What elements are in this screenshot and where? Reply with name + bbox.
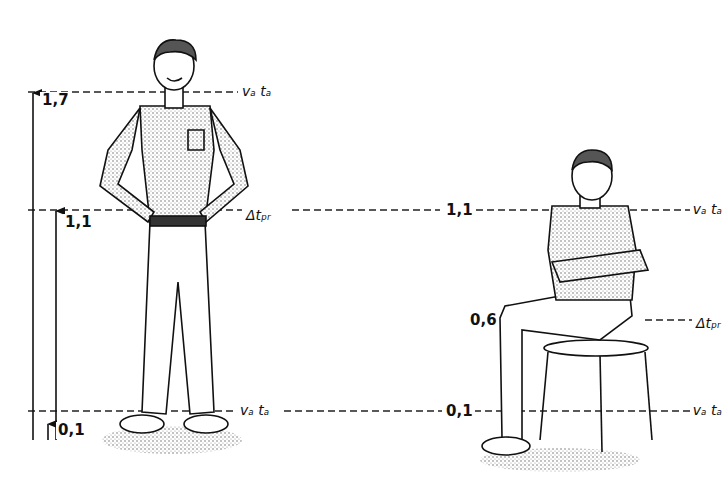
- height-value: 1,7: [40, 92, 71, 109]
- level-lines: [28, 92, 692, 411]
- measure-symbol: vₐ tₐ: [691, 403, 724, 418]
- measure-symbol: vₐ tₐ: [240, 84, 273, 99]
- height-value: 0,1: [444, 403, 475, 420]
- height-value: 1,1: [444, 202, 475, 219]
- measure-symbol: Δtₚᵣ: [244, 208, 273, 223]
- measure-symbol: Δtₚᵣ: [694, 316, 723, 331]
- seated-person: [480, 150, 652, 472]
- measure-symbol: vₐ tₐ: [691, 202, 724, 217]
- height-value: 0,6: [468, 312, 499, 329]
- height-arrows: [33, 93, 56, 440]
- measure-symbol: vₐ tₐ: [238, 403, 271, 418]
- standing-person: [100, 40, 248, 454]
- height-value: 0,1: [56, 422, 87, 439]
- height-value: 1,1: [63, 214, 94, 231]
